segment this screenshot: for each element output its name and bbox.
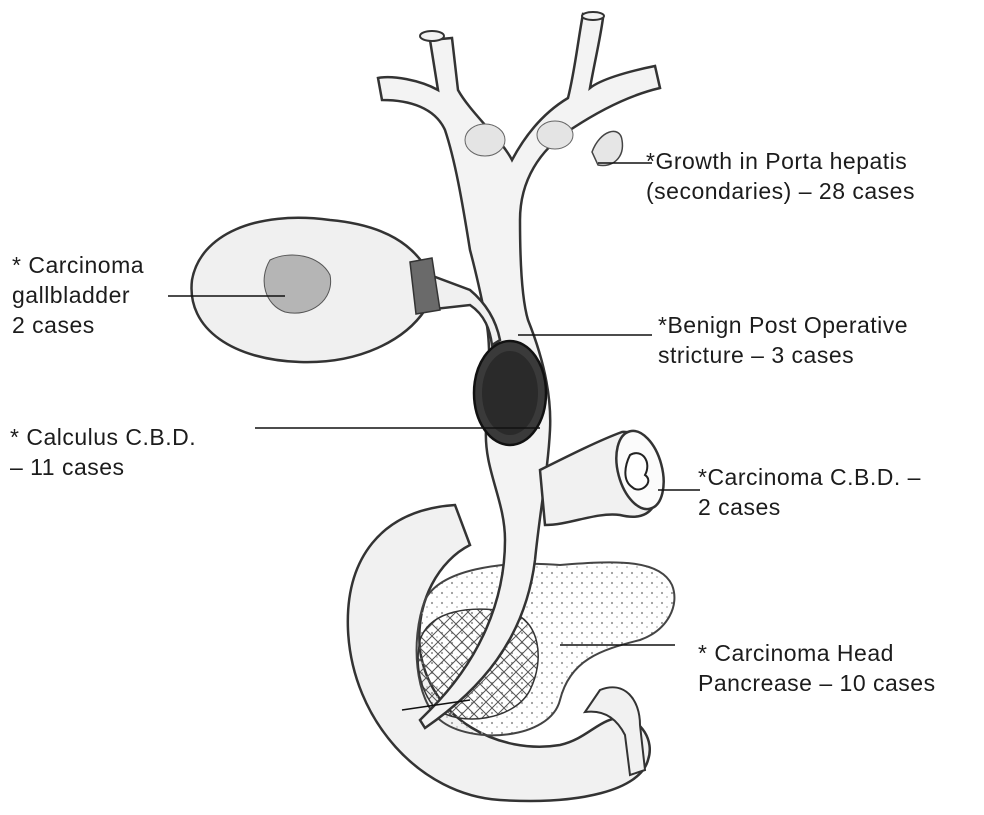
label-carcinoma-head-pancreas: * Carcinoma Head Pancrease – 10 cases	[698, 638, 936, 698]
gallbladder-neck	[410, 258, 440, 314]
label-calculus-cbd: * Calculus C.B.D. – 11 cases	[10, 422, 196, 482]
porta-growth	[592, 131, 622, 165]
label-growth-porta-hepatis: *Growth in Porta hepatis (secondaries) –…	[646, 146, 915, 206]
label-stricture-line-2: stricture – 3 cases	[658, 342, 854, 368]
cbd-carcinoma-lumen	[625, 453, 648, 489]
label-gb-line-2: gallbladder	[12, 282, 130, 308]
label-pancreas-line-1: * Carcinoma Head	[698, 640, 894, 666]
label-carcinoma-cbd: *Carcinoma C.B.D. – 2 cases	[698, 462, 921, 522]
label-stricture-line-1: *Benign Post Operative	[658, 312, 908, 338]
label-calculus-line-2: – 11 cases	[10, 454, 125, 480]
label-cbd-line-1: *Carcinoma C.B.D. –	[698, 464, 921, 490]
label-calculus-line-1: * Calculus C.B.D.	[10, 424, 196, 450]
label-gb-line-3: 2 cases	[12, 312, 95, 338]
label-porta-line-2: (secondaries) – 28 cases	[646, 178, 915, 204]
label-cbd-line-2: 2 cases	[698, 494, 781, 520]
label-benign-stricture: *Benign Post Operative stricture – 3 cas…	[658, 310, 908, 370]
label-carcinoma-gallbladder: * Carcinoma gallbladder 2 cases	[12, 250, 144, 340]
label-gb-line-1: * Carcinoma	[12, 252, 144, 278]
label-porta-line-1: *Growth in Porta hepatis	[646, 148, 907, 174]
gallbladder	[192, 218, 500, 362]
label-pancreas-line-2: Pancrease – 10 cases	[698, 670, 936, 696]
